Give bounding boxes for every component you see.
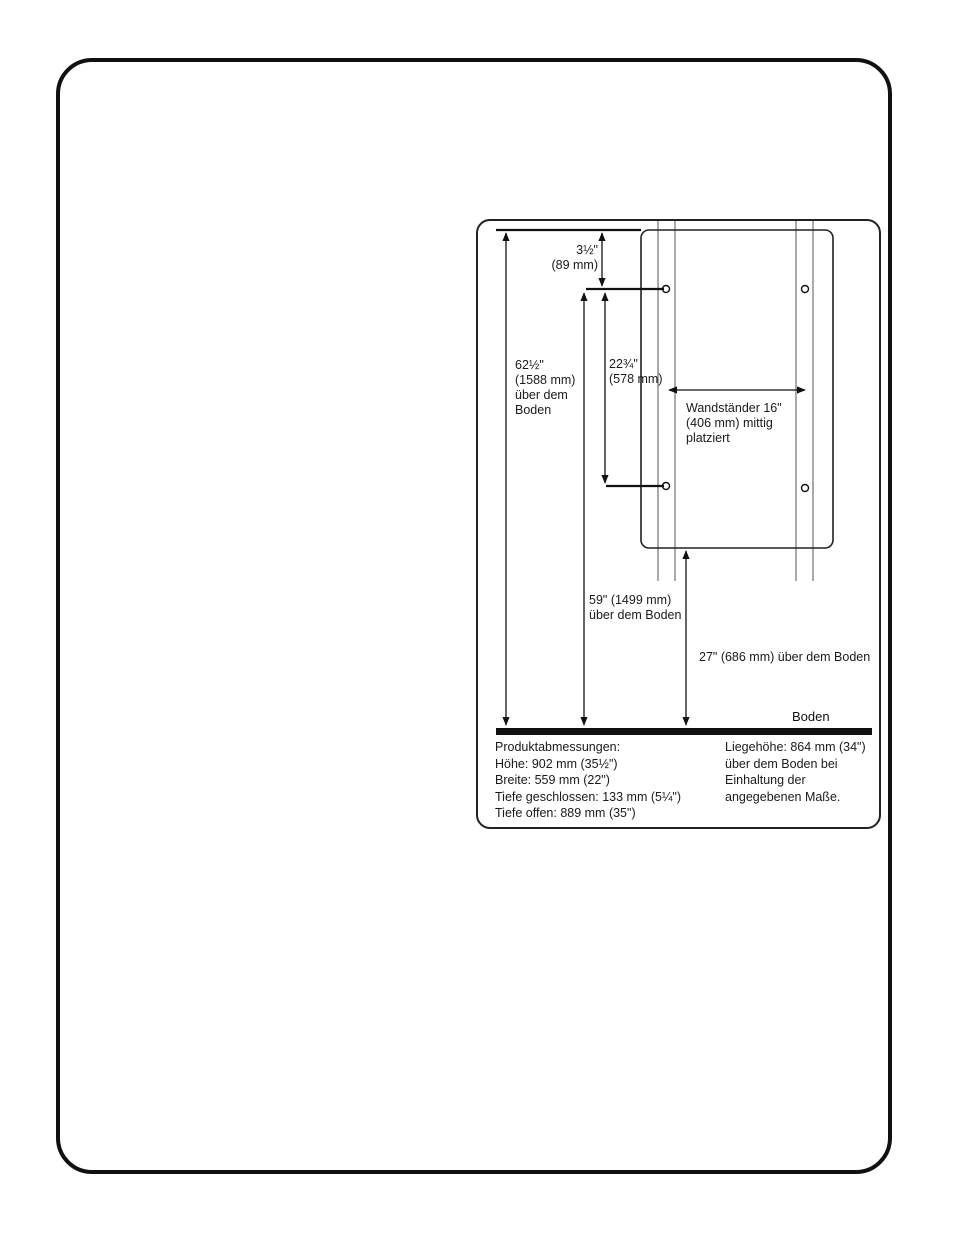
spec-line: Tiefe offen: 889 mm (35") (495, 806, 636, 820)
total-height-label: 62½" (1588 mm) über dem Boden (515, 358, 576, 417)
page-border (56, 58, 892, 1174)
spec-line: Breite: 559 mm (22") (495, 773, 610, 787)
mounting-holes (661, 284, 810, 493)
stud-spacing-label: Wandständer 16" (406 mm) mittig platzier… (686, 401, 782, 446)
hole-spacing-label: 22¾" (578 mm) (609, 357, 663, 386)
bed-height-note: Liegehöhe: 864 mm (34") über dem Boden b… (725, 739, 866, 805)
spec-line: Tiefe geschlossen: 133 mm (5¼") (495, 789, 681, 804)
diagram-drawing (496, 221, 872, 735)
note-line: angegebenen Maße. (725, 789, 841, 804)
note-line: Einhaltung der (725, 773, 806, 787)
hole-top-right (800, 284, 810, 294)
note-line: über dem Boden bei (725, 756, 838, 771)
note-line: Liegehöhe: 864 mm (34") (725, 740, 866, 754)
product-dimensions: Produktabmessungen: Höhe: 902 mm (35½") … (495, 739, 681, 822)
floor-line (496, 728, 872, 735)
spec-line: Höhe: 902 mm (35½") (495, 756, 618, 771)
cabinet-outline (640, 229, 834, 549)
mounting-diagram: 3½" (89 mm) 62½" (1588 mm) über dem Bode… (476, 219, 881, 829)
floor-label: Boden (792, 709, 830, 724)
top-offset-label: 3½" (89 mm) (551, 243, 598, 272)
hole-bottom-right (800, 483, 810, 493)
wall-studs (657, 221, 814, 581)
spec-line: Produktabmessungen: (495, 740, 621, 754)
lower-hole-height-label: 59" (1499 mm) über dem Boden (589, 593, 682, 623)
bottom-height-label: 27" (686 mm) über dem Boden (699, 650, 871, 665)
